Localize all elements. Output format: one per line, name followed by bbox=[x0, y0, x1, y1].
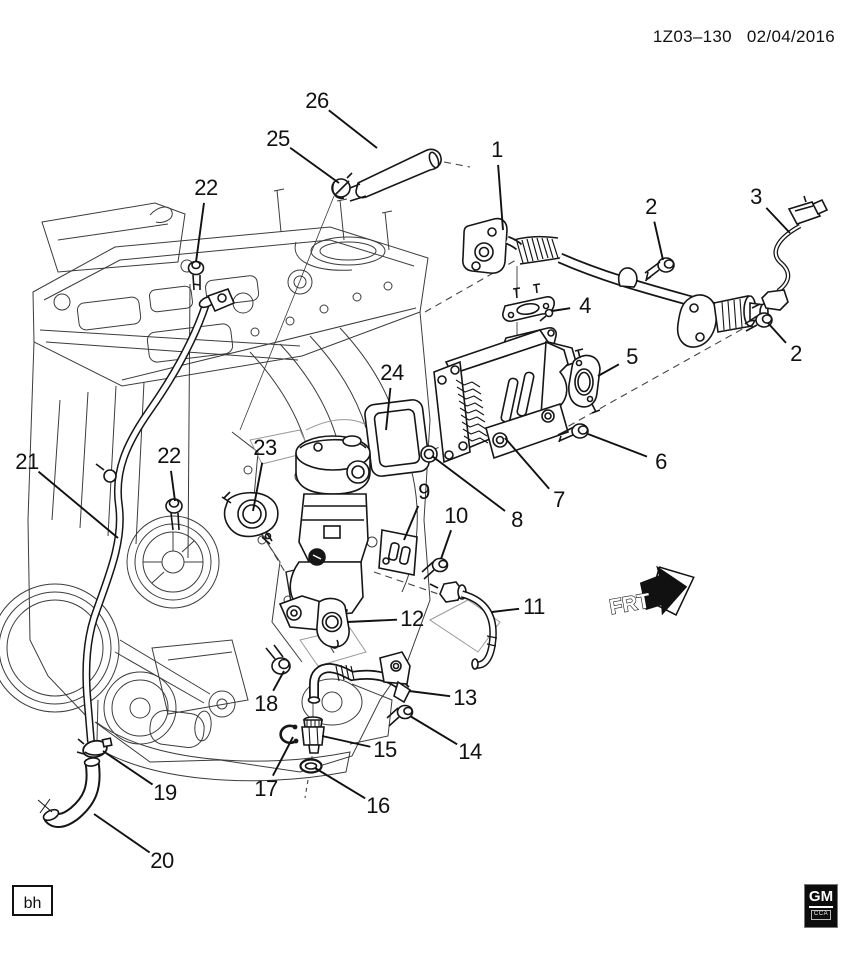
gm-logo: GM CCA bbox=[804, 884, 838, 928]
drawing-number: 1Z03–130 bbox=[652, 27, 732, 46]
egr-cooler bbox=[433, 327, 577, 464]
retainer-clip bbox=[279, 724, 299, 745]
callout-2: 2 bbox=[790, 341, 802, 366]
bolt-10 bbox=[421, 557, 449, 580]
callout-21: 21 bbox=[15, 449, 39, 474]
gm-logo-text: GM bbox=[808, 888, 834, 905]
coolant-hose bbox=[37, 757, 101, 828]
coolant-pipe bbox=[82, 287, 236, 743]
callout-1: 1 bbox=[491, 137, 503, 162]
callout-2: 2 bbox=[645, 194, 657, 219]
egr-pipe bbox=[462, 217, 769, 348]
callout-3: 3 bbox=[750, 184, 762, 209]
callout-15: 15 bbox=[373, 737, 397, 762]
frt-label: FRT bbox=[608, 589, 652, 619]
illustrator-initials-box: bh bbox=[12, 885, 53, 916]
callout-4: 4 bbox=[579, 293, 591, 318]
callout-7: 7 bbox=[553, 487, 565, 512]
callout-20: 20 bbox=[150, 848, 174, 873]
cooler-gasket bbox=[568, 348, 601, 414]
exhaust-sensor bbox=[751, 195, 829, 311]
reference-lines bbox=[187, 195, 518, 762]
water-outlet-gasket bbox=[221, 491, 279, 545]
callout-9: 9 bbox=[418, 479, 430, 504]
drawing-header: 1Z03–130 02/04/2016 bbox=[643, 27, 835, 47]
callout-10: 10 bbox=[444, 503, 468, 528]
sensor-tube bbox=[429, 581, 498, 670]
bolt-18 bbox=[265, 644, 291, 675]
bolt-22b bbox=[165, 498, 183, 531]
illustrator-initials: bh bbox=[23, 895, 42, 912]
callout-22: 22 bbox=[194, 175, 218, 200]
seal-ring bbox=[420, 445, 438, 463]
frt-indicator: FRT bbox=[607, 565, 695, 620]
gm-logo-subtext: CCA bbox=[811, 909, 831, 920]
bolt-14 bbox=[386, 704, 414, 727]
callout-12: 12 bbox=[400, 606, 424, 631]
callout-11: 11 bbox=[523, 594, 545, 619]
callout-18: 18 bbox=[254, 691, 278, 716]
frt-arrow bbox=[639, 565, 688, 616]
callout-25: 25 bbox=[266, 126, 290, 151]
egr-valve bbox=[278, 435, 371, 633]
hose-clamp bbox=[76, 737, 113, 759]
callout-23: 23 bbox=[253, 435, 277, 460]
sensor-bracket bbox=[378, 529, 418, 576]
bolt-6 bbox=[557, 423, 589, 443]
callout-22: 22 bbox=[157, 443, 181, 468]
callout-17: 17 bbox=[254, 776, 278, 801]
callout-24: 24 bbox=[380, 360, 404, 385]
bolt-2a bbox=[644, 257, 675, 282]
seal-washer bbox=[299, 758, 323, 774]
tube-clamp bbox=[331, 172, 353, 200]
callout-6: 6 bbox=[655, 449, 667, 474]
callout-13: 13 bbox=[453, 685, 477, 710]
callout-5: 5 bbox=[626, 344, 638, 369]
egr-feed-tube bbox=[307, 651, 412, 704]
vent-tube bbox=[344, 148, 442, 202]
drawing-date: 02/04/2016 bbox=[746, 27, 835, 46]
callout-26: 26 bbox=[305, 88, 329, 113]
callout-14: 14 bbox=[458, 739, 482, 764]
pipe-flange-gasket bbox=[316, 597, 350, 649]
bolt-22a bbox=[187, 260, 205, 291]
callout-19: 19 bbox=[153, 780, 177, 805]
callout-8: 8 bbox=[511, 507, 523, 532]
valve-gasket bbox=[364, 399, 430, 477]
tube-fitting bbox=[301, 716, 325, 754]
callout-16: 16 bbox=[366, 793, 390, 818]
stud-4 bbox=[539, 308, 554, 322]
gm-logo-underline bbox=[809, 905, 833, 908]
